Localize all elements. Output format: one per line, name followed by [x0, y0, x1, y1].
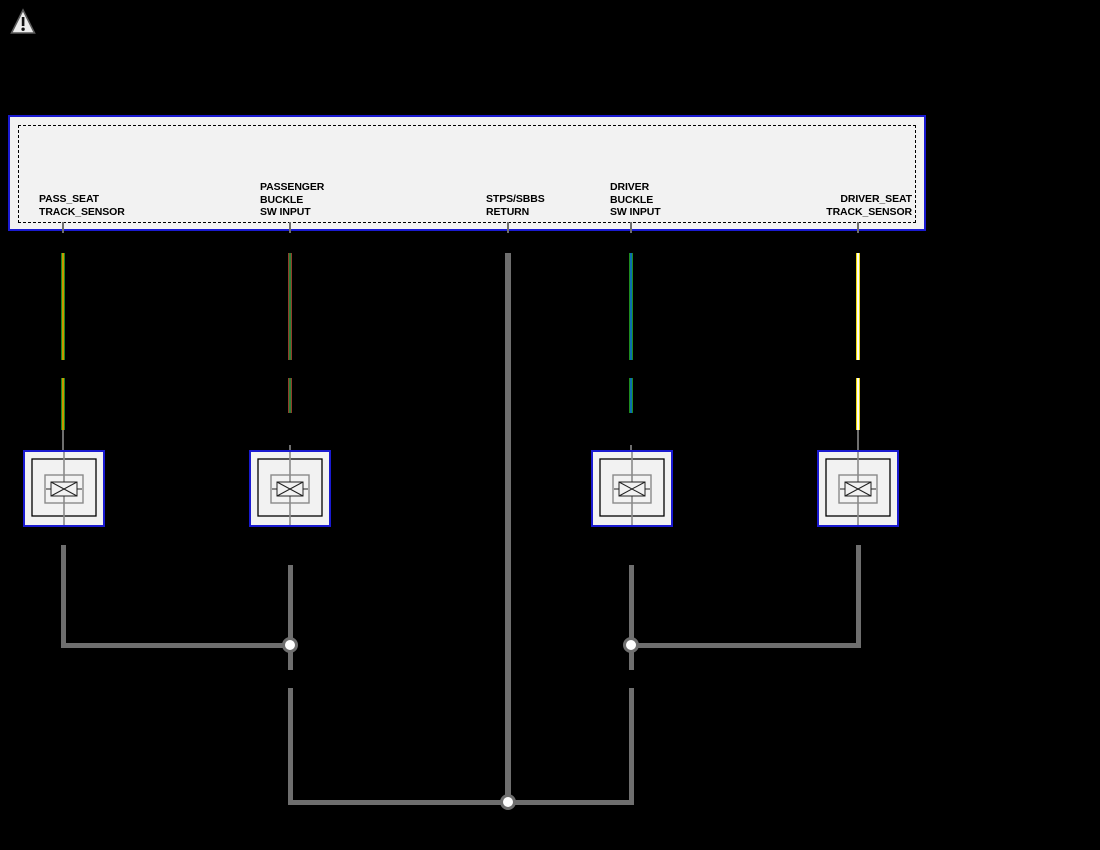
- inline-connector-driver-seat-track-sensor: [817, 450, 899, 527]
- harness-run: [61, 545, 66, 648]
- splice-junction-left: [282, 637, 298, 653]
- wire-pass-seat-track-sensor: [61, 253, 65, 360]
- connector-lead-wire: [289, 445, 291, 450]
- module-pin-stub: [630, 222, 632, 233]
- restraints-module-box: PASS_SEAT TRACK_SENSOR PASSENGER BUCKLE …: [8, 115, 926, 231]
- sensor-symbol-icon: [599, 452, 665, 525]
- wire-driver-buckle-sw-input: [629, 378, 633, 413]
- inline-connector-pass-seat-track-sensor: [23, 450, 105, 527]
- harness-run: [629, 652, 634, 670]
- inline-connector-driver-buckle: [591, 450, 673, 527]
- wire-driver-buckle-sw-input: [629, 253, 633, 360]
- connector-lead-wire: [630, 445, 632, 450]
- harness-run: [629, 688, 634, 805]
- module-pin-stub: [62, 222, 64, 233]
- inline-connector-passenger-buckle: [249, 450, 331, 527]
- sensor-symbol-icon: [257, 452, 323, 525]
- connector-lead-wire: [62, 430, 64, 450]
- wire-stps-sbbs-return: [505, 253, 511, 805]
- module-pin-stub: [857, 222, 859, 233]
- connector-lead-wire: [857, 430, 859, 450]
- pin-label-passenger-buckle-sw-input: PASSENGER BUCKLE SW INPUT: [260, 181, 325, 218]
- harness-run: [61, 643, 292, 648]
- module-pin-stub: [289, 222, 291, 233]
- pin-label-stps-sbbs-return: STPS/SBBS RETURN: [486, 193, 545, 218]
- splice-junction-right: [623, 637, 639, 653]
- harness-run: [288, 652, 293, 670]
- harness-run: [288, 565, 293, 645]
- sensor-symbol-icon: [825, 452, 891, 525]
- return-bus-run: [288, 800, 634, 805]
- pin-label-pass-seat-track-sensor: PASS_SEAT TRACK_SENSOR: [39, 193, 125, 218]
- module-dashed-border: [18, 125, 916, 223]
- sensor-symbol-icon: [31, 452, 97, 525]
- wire-driver-seat-track-sensor: [856, 378, 860, 430]
- wire-passenger-buckle-sw-input: [288, 253, 292, 360]
- harness-run: [629, 565, 634, 645]
- pin-label-driver-buckle-sw-input: DRIVER BUCKLE SW INPUT: [610, 181, 661, 218]
- wire-passenger-buckle-sw-input: [288, 378, 292, 413]
- wire-driver-seat-track-sensor: [856, 253, 860, 360]
- warning-triangle-icon: [10, 8, 36, 34]
- wire-pass-seat-track-sensor: [61, 378, 65, 430]
- harness-run: [631, 643, 860, 648]
- harness-run: [288, 688, 293, 805]
- harness-run: [856, 545, 861, 648]
- module-pin-stub: [507, 222, 509, 233]
- pin-label-driver-seat-track-sensor: DRIVER_SEAT TRACK_SENSOR: [826, 193, 912, 218]
- splice-junction-return: [500, 794, 516, 810]
